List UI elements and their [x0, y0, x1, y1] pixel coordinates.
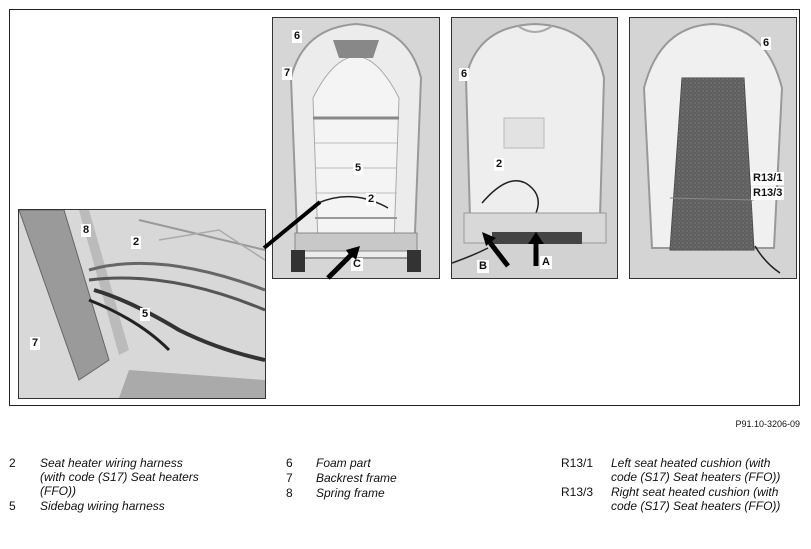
legend-item: 5 Sidebag wiring harness	[9, 499, 239, 513]
legend-item: 6 Foam part	[286, 456, 506, 470]
legend-item: 8 Spring frame	[286, 486, 506, 500]
callout-6: 6	[761, 37, 772, 50]
legend-num: 5	[9, 499, 16, 513]
legend-num: 8	[286, 486, 293, 500]
legend-col-2: 6 Foam part 7 Backrest frame 8 Spring fr…	[286, 456, 506, 501]
legend-col-1: 2 Seat heater wiring harness (with code …	[9, 456, 239, 514]
arrow-c	[326, 246, 360, 280]
legend-text: Sidebag wiring harness	[40, 499, 165, 513]
callout-7: 7	[282, 67, 293, 80]
legend-text: Foam part	[316, 456, 371, 470]
callout-5: 5	[353, 162, 364, 175]
legend-text: Seat heater wiring harness (with code (S…	[40, 456, 199, 498]
arrow-b	[482, 232, 510, 268]
legend-text: Spring frame	[316, 486, 385, 500]
callout-r13-3: R13/3	[751, 187, 785, 200]
legend-col-3: R13/1 Left seat heated cushion (with cod…	[561, 456, 806, 514]
legend-item: R13/3 Right seat heated cushion (with co…	[561, 485, 806, 513]
legend-num: R13/1	[561, 456, 594, 470]
arrow-a	[528, 232, 544, 266]
callout-2: 2	[131, 236, 142, 249]
photo-wiring-closeup	[18, 209, 266, 399]
callout-6: 6	[459, 68, 470, 81]
arrow-label-c: C	[351, 258, 363, 271]
legend-item: 2 Seat heater wiring harness (with code …	[9, 456, 239, 498]
callout-6: 6	[292, 30, 303, 43]
backrest-frame-drawing	[289, 22, 423, 272]
callout-8: 8	[81, 224, 92, 237]
legend-num: 2	[9, 456, 16, 470]
callout-7: 7	[30, 337, 41, 350]
wiring-closeup-drawing	[19, 210, 265, 398]
arrow-label-b: B	[477, 260, 489, 273]
legend-item: 7 Backrest frame	[286, 471, 506, 485]
legend-num: 6	[286, 456, 293, 470]
photo-heated-cushion	[629, 17, 797, 279]
figure-frame: 6 7 5 2 C 6 2 B A	[9, 9, 800, 406]
legend-text: Backrest frame	[316, 471, 397, 485]
legend-text: Left seat heated cushion (with code (S17…	[611, 456, 781, 484]
figure-code: P91.10-3206-09	[735, 419, 800, 429]
pointer-line	[262, 200, 322, 250]
callout-5: 5	[140, 308, 151, 321]
legend-item: R13/1 Left seat heated cushion (with cod…	[561, 456, 806, 484]
legend-num: 7	[286, 471, 293, 485]
heated-cushion-drawing	[642, 22, 784, 274]
photo-backrest-frame	[272, 17, 440, 279]
callout-2: 2	[366, 193, 377, 206]
callout-r13-1: R13/1	[751, 172, 785, 185]
callout-2: 2	[494, 158, 505, 171]
arrow-label-a: A	[540, 256, 552, 269]
legend-text: Right seat heated cushion (with code (S1…	[611, 485, 781, 513]
legend-num: R13/3	[561, 485, 594, 499]
